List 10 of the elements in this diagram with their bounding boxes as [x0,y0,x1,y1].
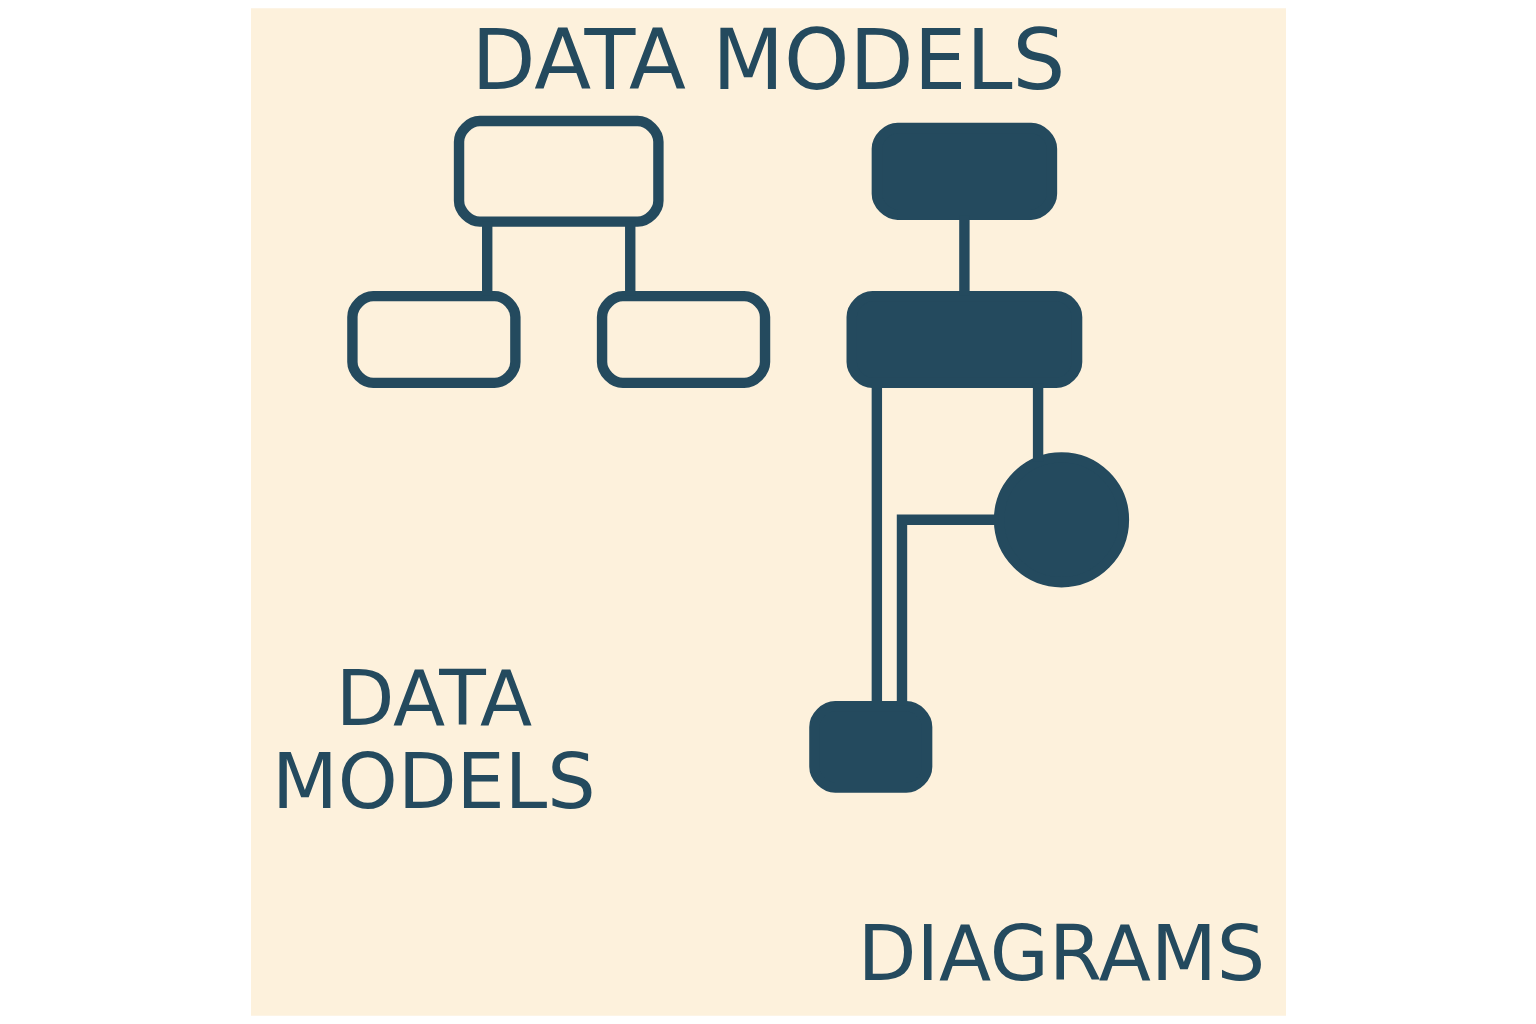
label: DATA MODELS [271,653,596,826]
node-box [596,290,770,389]
node-box [808,700,932,793]
node-box [453,115,664,227]
diagram-title: DATA MODELS [471,11,1065,109]
node-box [871,122,1057,220]
node-box [346,290,521,389]
node-circle [993,452,1129,588]
label: DIAGRAMS [857,908,1265,998]
node-box [846,290,1082,389]
